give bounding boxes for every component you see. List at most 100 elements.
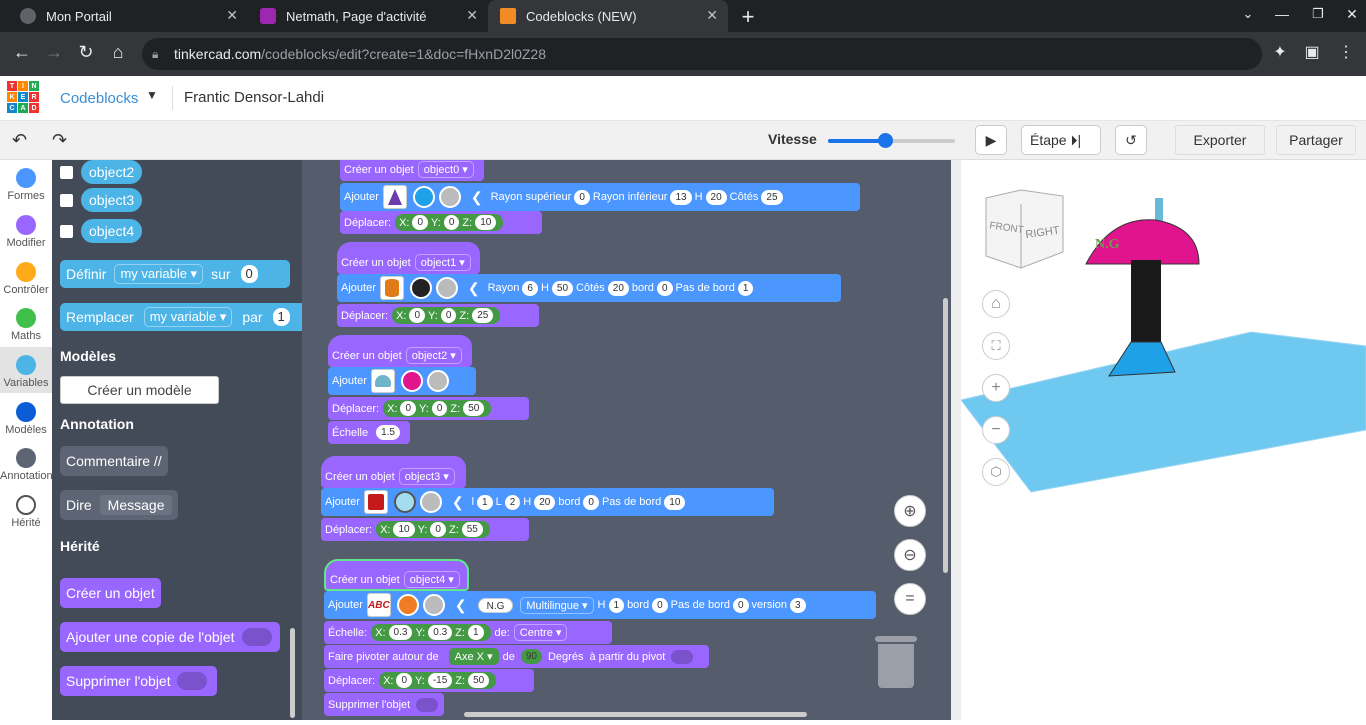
param-input[interactable]: 20 <box>705 189 727 205</box>
param-input[interactable]: 3 <box>790 597 806 613</box>
speed-slider-handle[interactable] <box>878 133 894 148</box>
redo-icon[interactable]: ↷ <box>52 130 68 150</box>
variable-block[interactable]: object3 <box>81 188 143 212</box>
chevron-left-icon[interactable]: ❮ <box>467 279 480 296</box>
category-maths[interactable]: Maths <box>0 304 52 350</box>
restore-icon[interactable]: ❐ <box>1312 6 1324 21</box>
z-input[interactable]: 50 <box>463 401 485 416</box>
trash-icon[interactable] <box>875 636 917 688</box>
object-dropdown[interactable]: object0 ▾ <box>417 161 474 178</box>
workspace-v-scrollbar[interactable] <box>943 298 948 573</box>
transparency-swatch[interactable] <box>426 370 449 392</box>
flyout-scrollbar[interactable] <box>290 628 295 718</box>
variable-block[interactable]: object4 <box>81 219 143 243</box>
box-shape-icon[interactable] <box>363 490 388 514</box>
value-input[interactable]: 1 <box>272 308 290 326</box>
tinkercad-logo[interactable]: T I N K E R C A D <box>7 81 39 113</box>
x-input[interactable]: 0.3 <box>388 625 413 640</box>
speed-slider[interactable] <box>828 133 955 148</box>
share-button[interactable]: Partager <box>1276 125 1356 155</box>
x-input[interactable]: 0 <box>409 308 426 323</box>
param-input[interactable]: 10 <box>664 494 686 510</box>
checkbox[interactable] <box>60 193 73 207</box>
define-variable-block[interactable]: Définir my variable ▾ sur 0 <box>60 260 290 288</box>
transparency-swatch[interactable] <box>422 594 445 616</box>
empty-slot[interactable] <box>671 649 694 664</box>
tab-mon-portail[interactable]: Mon Portail ✕ <box>8 0 248 32</box>
category-controler[interactable]: Contrôler <box>0 258 52 304</box>
cylinder-shape-icon[interactable] <box>379 276 404 300</box>
z-input[interactable]: 50 <box>468 673 490 688</box>
category-formes[interactable]: Formes <box>0 164 52 210</box>
perspective-button[interactable]: ⬡ <box>982 458 1010 486</box>
x-input[interactable]: 0 <box>400 401 417 416</box>
param-input[interactable]: 0 <box>732 597 749 613</box>
param-input[interactable]: 0 <box>652 597 668 613</box>
y-input[interactable]: 0 <box>430 522 446 537</box>
reload-icon[interactable]: ↻ <box>78 42 94 62</box>
variable-block[interactable]: object2 <box>81 160 143 184</box>
minimize-icon[interactable]: — <box>1275 6 1289 22</box>
say-block[interactable]: Dire Message <box>60 490 179 520</box>
y-input[interactable]: 0 <box>431 401 448 416</box>
degree-input[interactable]: 90 <box>520 649 542 664</box>
param-input[interactable]: 25 <box>761 189 783 205</box>
category-herite[interactable]: Hérité <box>0 491 52 537</box>
chevron-left-icon[interactable]: ❮ <box>454 596 467 613</box>
zoom-in-button[interactable]: + <box>982 374 1010 402</box>
text-input[interactable]: N.G <box>477 597 514 613</box>
forward-icon[interactable]: → <box>45 42 63 62</box>
param-input[interactable]: 20 <box>607 280 629 296</box>
3d-viewer[interactable]: FRONT RIGHT N.G ⌂ ⛶ + − ⬡ <box>960 160 1366 720</box>
fit-view-button[interactable]: ⛶ <box>982 332 1010 360</box>
param-input[interactable]: 0 <box>574 189 590 205</box>
create-object-block[interactable]: Créer un objet <box>60 578 161 608</box>
param-input[interactable]: 6 <box>522 280 538 296</box>
add-copy-block[interactable]: Ajouter une copie de l'objet <box>60 622 280 652</box>
undo-icon[interactable]: ↶ <box>12 130 28 150</box>
new-tab-button[interactable]: + <box>741 4 755 29</box>
zoom-reset-button[interactable]: = <box>894 583 926 615</box>
empty-slot[interactable] <box>176 672 207 690</box>
object-dropdown[interactable]: object2 ▾ <box>405 347 462 364</box>
document-title[interactable]: Frantic Densor-Lahdi <box>184 89 325 106</box>
cone-shape-icon[interactable] <box>382 185 407 209</box>
color-swatch[interactable] <box>396 594 419 616</box>
product-name[interactable]: Codeblocks <box>60 90 139 107</box>
home-icon[interactable]: ⌂ <box>112 42 124 62</box>
param-input[interactable]: 0 <box>583 494 599 510</box>
variable-dropdown[interactable]: my variable ▾ <box>143 307 233 327</box>
object-dropdown[interactable]: object1 ▾ <box>414 254 471 271</box>
param-input[interactable]: 50 <box>551 280 574 296</box>
x-input[interactable]: 0 <box>412 215 429 230</box>
param-input[interactable]: 1 <box>737 280 754 296</box>
tab-netmath[interactable]: Netmath, Page d'activité ✕ <box>248 0 488 32</box>
export-button[interactable]: Exporter <box>1175 125 1265 155</box>
param-input[interactable]: 13 <box>670 189 692 205</box>
variable-dropdown[interactable]: my variable ▾ <box>114 264 204 284</box>
tab-codeblocks[interactable]: Codeblocks (NEW) ✕ <box>488 0 728 32</box>
param-input[interactable]: 1 <box>477 494 493 510</box>
message-input[interactable]: Message <box>99 495 173 515</box>
roof-shape-icon[interactable] <box>370 369 395 393</box>
comment-block[interactable]: Commentaire // <box>60 446 168 476</box>
close-icon[interactable]: ✕ <box>466 7 478 23</box>
param-input[interactable]: 2 <box>504 494 521 510</box>
z-input[interactable]: 25 <box>472 308 494 323</box>
url-field[interactable]: 🔒︎ tinkercad.com/codeblocks/edit?create=… <box>142 38 1262 70</box>
close-window-icon[interactable]: ✕ <box>1346 6 1358 22</box>
param-input[interactable]: 20 <box>534 494 556 510</box>
y-input[interactable]: 0 <box>443 215 460 230</box>
transparency-swatch[interactable] <box>435 277 458 299</box>
checkbox[interactable] <box>60 224 73 238</box>
